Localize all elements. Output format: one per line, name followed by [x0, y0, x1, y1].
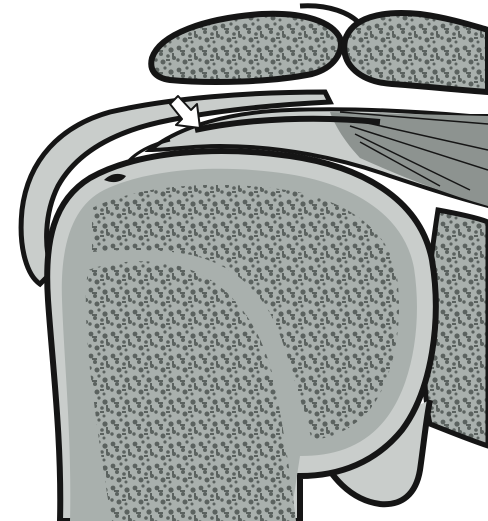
- shoulder-diagram-svg: [0, 0, 488, 521]
- shoulder-joint-illustration: [0, 0, 488, 521]
